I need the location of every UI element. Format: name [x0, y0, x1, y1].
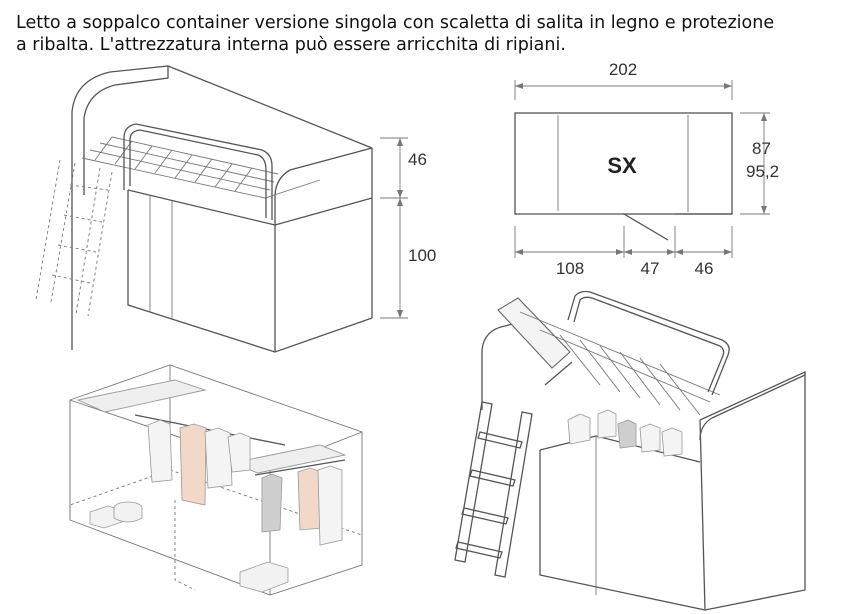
bed-slats: [94, 136, 253, 192]
door-swing-line: [623, 213, 669, 241]
folded-blanket-icon: [239, 561, 289, 593]
dimension-lower-label: 100: [408, 246, 436, 265]
plan-depth-label-1: 87: [752, 139, 771, 158]
plan-depth-label-2: 95,2: [746, 162, 779, 181]
loft-bed-open-view: [454, 290, 806, 611]
description-line-2: a ribalta. L'attrezzatura interna può es…: [16, 35, 566, 55]
hanging-garments-open: [567, 409, 683, 457]
plan-door-label: 47: [641, 259, 660, 278]
ladder-dashed: [35, 159, 113, 317]
description-line-1: Letto a soppalco container versione sing…: [16, 13, 775, 33]
plan-view: 202 SX 87 95,2 108 47 46: [514, 60, 779, 278]
description-text: Letto a soppalco container versione sing…: [16, 12, 816, 56]
plan-left-label: 108: [556, 259, 584, 278]
plan-right-label: 46: [695, 259, 714, 278]
wardrobe-interior-view: [69, 364, 363, 596]
wooden-ladder: [454, 401, 533, 578]
bed-slats-open: [559, 334, 701, 416]
plan-side-label: SX: [607, 153, 637, 178]
hanging-garments: [147, 419, 343, 546]
storage-boxes: [89, 501, 143, 529]
height-dimension: [380, 137, 408, 319]
plan-width-label: 202: [609, 60, 637, 79]
dimension-upper-label: 46: [408, 150, 427, 169]
loft-bed-closed-view: 46 100: [35, 65, 436, 353]
